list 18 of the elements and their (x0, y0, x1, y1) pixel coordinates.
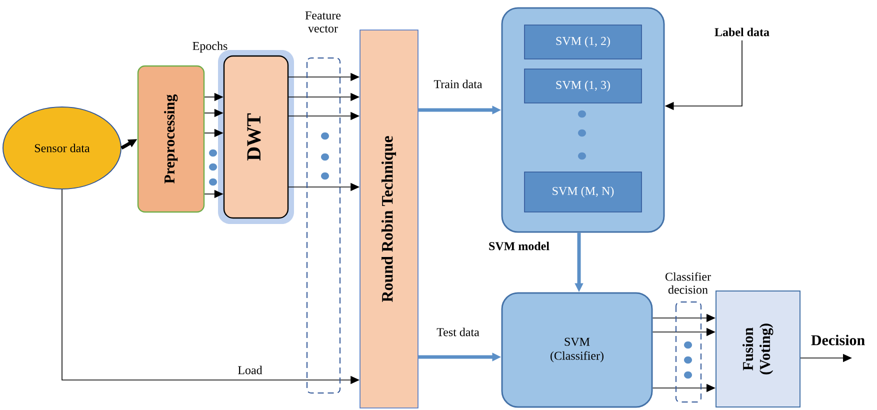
text-label: Feature vector (305, 12, 341, 32)
fusion-box: Fusion (Voting) (716, 290, 801, 408)
classifier-box: SVM (M, N) (524, 172, 642, 212)
edge-label: Test data (436, 326, 480, 338)
classifier-box: SVM (Classifier) (501, 292, 653, 408)
edge-label: Decision (810, 334, 866, 346)
text-label: Classifier decision (666, 272, 711, 294)
ellipse-node: Sensor data (2, 106, 122, 190)
process-box: DWT (218, 50, 294, 224)
text-label: Epochs (192, 42, 228, 52)
process-box: Preprocessing (137, 65, 205, 213)
text-label: Label data (714, 28, 770, 36)
edge-label: Load (236, 364, 264, 376)
classifier-box: SVM (1, 2) (524, 24, 642, 60)
process-bar: Round Robin Technique (360, 30, 418, 408)
edge-label: Train data (432, 78, 484, 90)
classifier-box: SVM (1, 3) (524, 68, 642, 104)
edge-label: SVM model (488, 240, 550, 252)
